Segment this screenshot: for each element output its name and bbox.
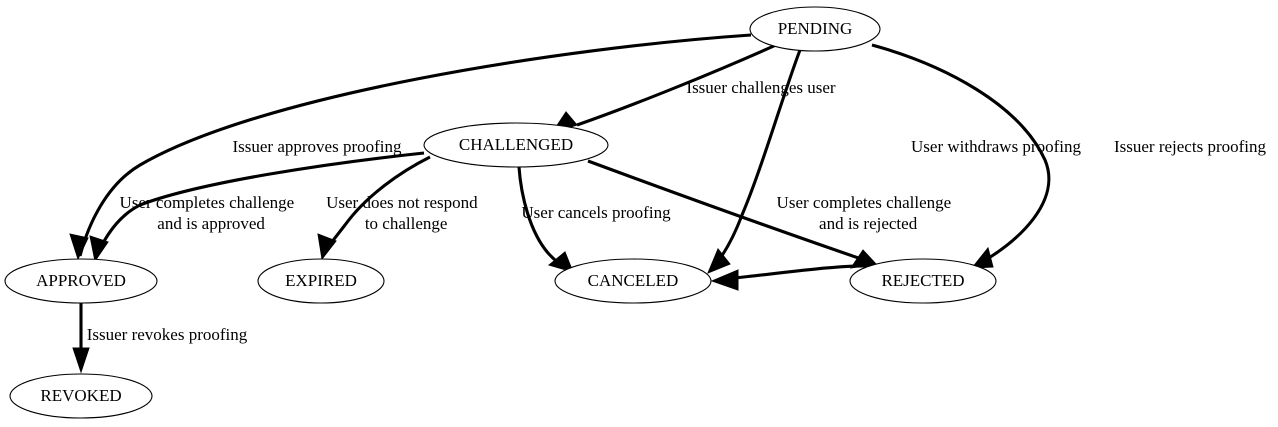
node-shape: [849, 258, 997, 304]
arrowhead-icon: [970, 246, 994, 269]
node-approved[interactable]: APPROVED: [4, 258, 158, 304]
edge-label-approved-revoked: Issuer revokes proofing: [87, 325, 248, 344]
arrowhead-icon: [72, 347, 90, 374]
node-shape: [257, 258, 385, 304]
node-label: REJECTED: [881, 271, 964, 290]
edge-challenged-expired[interactable]: [317, 155, 431, 261]
edge-challenged-approved[interactable]: [89, 151, 425, 263]
node-label: APPROVED: [36, 271, 126, 290]
node-canceled[interactable]: CANCELED: [554, 258, 712, 304]
edge-path: [871, 43, 1051, 268]
node-shape: [9, 373, 153, 419]
edge-label-challenged-canceled: User cancels proofing: [521, 203, 671, 222]
edge-path: [587, 159, 874, 265]
node-shape: [4, 258, 158, 304]
edge-pending-rejected[interactable]: [871, 43, 1051, 269]
edge-label-challenged-expired: User does not respond to challenge: [326, 193, 516, 233]
node-pending[interactable]: PENDING: [749, 6, 881, 52]
edge-label-pending-canceled: User withdraws proofing: [911, 137, 1081, 156]
arrowhead-icon: [317, 233, 337, 261]
edge-pending-canceled[interactable]: [707, 49, 802, 274]
node-label: PENDING: [778, 19, 853, 38]
edge-challenged-canceled[interactable]: [517, 166, 574, 273]
edge-label-challenged-approved: User completes challenge and is approved: [120, 193, 333, 233]
nodes-layer: PENDING CHALLENGED APPROVED EXPIRED CANC…: [4, 6, 997, 419]
edge-pending-canceled-tail: [710, 264, 871, 291]
node-rejected[interactable]: REJECTED: [849, 258, 997, 304]
node-challenged[interactable]: CHALLENGED: [423, 122, 609, 168]
edge-path: [94, 151, 425, 259]
arrowhead-icon: [547, 251, 574, 273]
node-label: REVOKED: [40, 386, 121, 405]
edge-label-pending-approved: Issuer approves proofing: [232, 137, 402, 156]
node-revoked[interactable]: REVOKED: [9, 373, 153, 419]
arrowhead-icon: [707, 248, 731, 274]
edge-label-line: User completes challenge: [120, 193, 295, 212]
edge-path: [576, 43, 777, 127]
edge-label-challenged-rejected: User completes challenge and is rejected: [777, 193, 990, 233]
node-expired[interactable]: EXPIRED: [257, 258, 385, 304]
edge-label-pending-challenged: Issuer challenges user: [686, 78, 836, 97]
edge-label-pending-rejected: Issuer rejects proofing: [1114, 137, 1267, 156]
node-shape: [749, 6, 881, 52]
edge-labels-layer: Issuer challenges user Issuer approves p…: [87, 78, 1267, 344]
arrowhead-icon: [89, 235, 109, 263]
node-label: CANCELED: [588, 271, 679, 290]
edge-path-crossing: [734, 264, 871, 280]
edge-label-line: and is rejected: [819, 214, 918, 233]
edges-layer: [69, 33, 1051, 374]
node-shape: [554, 258, 712, 304]
arrowhead-icon: [69, 233, 89, 261]
edge-path: [78, 33, 752, 257]
edge-label-line: and is approved: [157, 214, 265, 233]
node-label: EXPIRED: [285, 271, 357, 290]
node-shape: [423, 122, 609, 168]
edge-approved-revoked[interactable]: [72, 303, 90, 374]
edge-pending-approved[interactable]: [69, 33, 752, 261]
edge-label-line: User completes challenge: [777, 193, 952, 212]
node-label: CHALLENGED: [459, 135, 573, 154]
edge-path: [708, 49, 802, 273]
edge-label-line: to challenge: [365, 214, 448, 233]
arrowhead-icon: [710, 269, 739, 291]
edge-label-line: User does not respond: [326, 193, 478, 212]
